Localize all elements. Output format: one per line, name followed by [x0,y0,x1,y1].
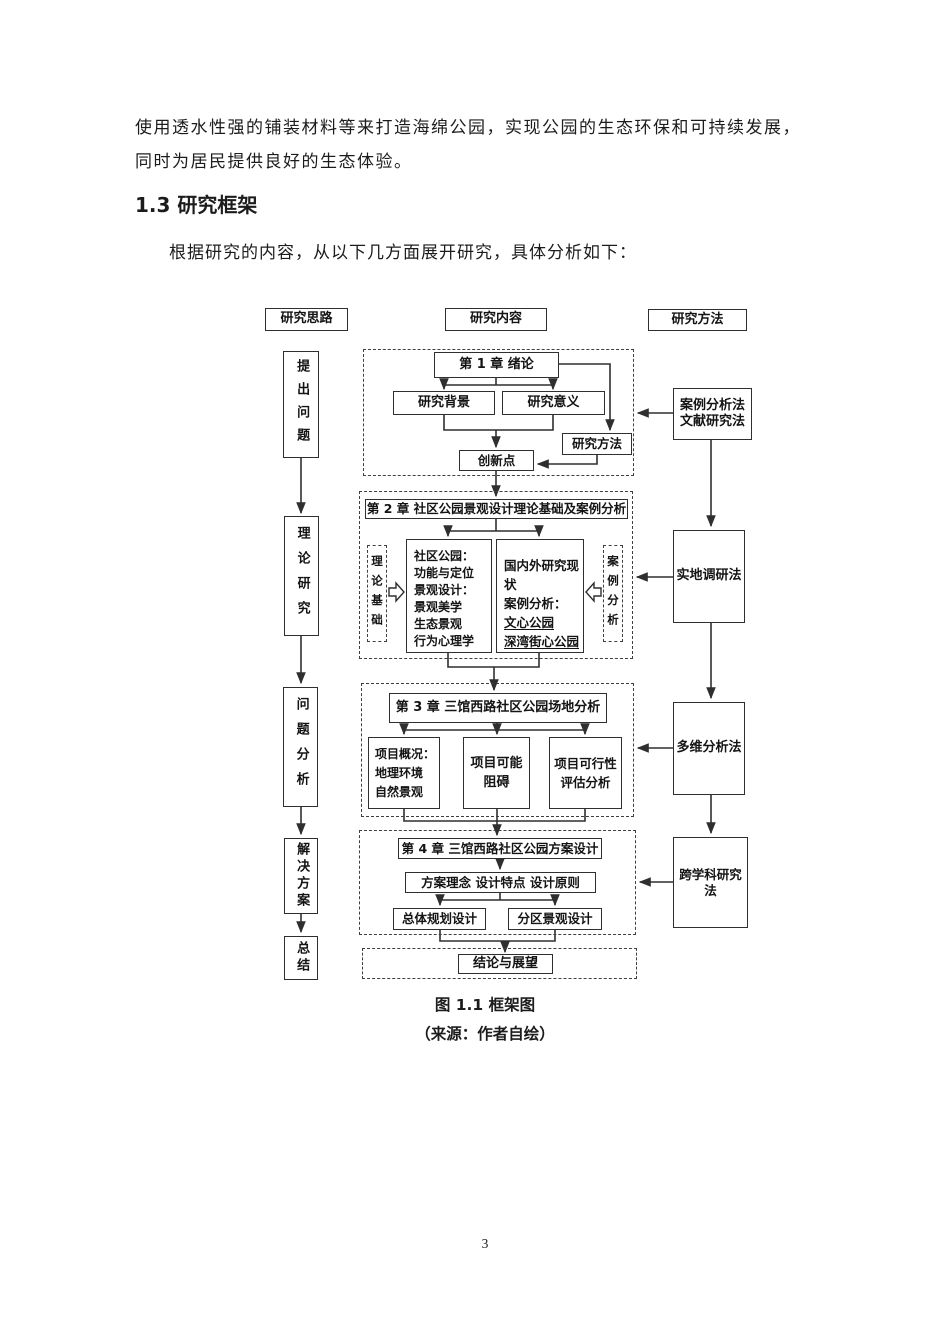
chapter1-title: 第 1 章 绪论 [434,352,559,378]
figure-source: （来源：作者自绘） [415,1025,555,1043]
box-research-background: 研究背景 [393,391,495,415]
conclusion-group [362,948,637,979]
box-zone-landscape: 分区景观设计 [508,908,602,930]
method-box-interdisciplinary: 跨学科研究法 [673,837,748,928]
case-park-wenxin: 文心公园 [504,615,555,630]
box-research-significance: 研究意义 [502,391,605,415]
research-status-line: 国内外研究现状 [504,558,580,592]
box-conclusion: 结论与展望 [458,954,553,974]
column-header-ideas: 研究思路 [265,308,348,331]
framework-diagram: 研究思路 研究内容 研究方法 提出问题 理论研究 问题分析 解决方案 总结 案例… [265,308,752,980]
theory-line: 景观美学 [414,600,463,614]
intro-paragraph: 根据研究的内容，从以下几方面展开研究，具体分析如下： [169,243,637,262]
chapter2-title: 第 2 章 社区公园景观设计理论基础及案例分析 [365,499,628,519]
flow-box-theoretical-research: 理论研究 [284,516,319,636]
paragraph-line-1: 使用透水性强的铺装材料等来打造海绵公园，实现公园的生态环保和可持续发展， [135,118,801,137]
box-feasibility: 项目可行性 评估分析 [549,737,622,809]
method-case-analysis-label: 案例分析法 [679,397,745,413]
theory-line: 功能与定位 [414,566,475,580]
box-research-status: 国内外研究现状 案例分析： 文心公园 深湾街心公园 [496,539,584,653]
method-literature-label: 文献研究法 [679,414,745,429]
flow-box-raise-questions: 提出问题 [283,351,319,458]
box-theory-content: 社区公园： 功能与定位 景观设计： 景观美学 生态景观 行为心理学 [406,539,492,653]
box-project-obstacles: 项目可能 阻碍 [463,737,530,809]
chapter3-title: 第 3 章 三馆西路社区公园场地分析 [389,693,607,723]
paragraph-line-2: 同时为居民提供良好的生态体验。 [135,152,413,171]
side-label-theory-basis: 理论基础 [367,545,387,642]
chapter1-group [363,349,634,476]
box-project-overview: 项目概况： 地理环境 自然景观 [368,737,440,809]
method-box-field-research: 实地调研法 [673,530,745,623]
box-overall-planning: 总体规划设计 [393,908,486,930]
section-heading: 1.3 研究框架 [135,193,258,217]
flow-box-problem-analysis: 问题分析 [283,687,318,807]
page-number: 3 [481,1236,489,1251]
chapter3-group [361,683,634,817]
theory-line: 生态景观 [414,617,463,631]
chapter2-group [359,491,633,659]
box-design-concepts: 方案理念 设计特点 设计原则 [405,872,596,893]
column-header-content: 研究内容 [445,308,547,331]
theory-line: 行为心理学 [414,634,475,648]
box-research-method: 研究方法 [562,433,632,455]
flow-box-solution: 解决方案 [284,838,318,914]
method-box-case-literature: 案例分析法 文献研究法 [673,388,752,440]
flow-box-summary: 总结 [284,936,318,980]
case-park-shenwan: 深湾街心公园 [504,634,580,649]
side-label-case-analysis: 案例分析 [603,545,623,642]
theory-line: 社区公园： [414,549,475,563]
research-status-line: 案例分析： [504,596,567,611]
chapter4-title: 第 4 章 三馆西路社区公园方案设计 [398,838,602,859]
column-header-methods: 研究方法 [648,309,747,331]
figure-caption: 图 1.1 框架图 [434,996,536,1014]
method-box-multidimensional: 多维分析法 [673,702,745,795]
box-innovation: 创新点 [459,450,534,471]
chapter4-group [359,830,636,935]
theory-line: 景观设计： [414,583,475,597]
